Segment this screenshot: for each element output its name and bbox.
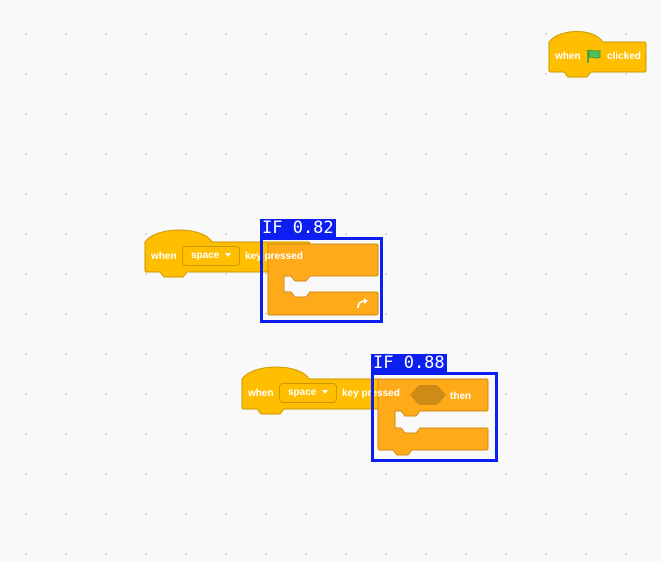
key-pressed-label: key pressed	[342, 388, 400, 399]
key-dropdown-value: space	[288, 387, 317, 398]
key-dropdown-value: space	[191, 250, 220, 261]
green-flag-icon	[587, 49, 601, 63]
when-label: when	[151, 251, 177, 262]
when-label: when	[248, 388, 274, 399]
clicked-label: clicked	[607, 51, 641, 62]
key-dropdown[interactable]: space	[279, 383, 337, 403]
forever-block[interactable]	[267, 243, 379, 316]
detection-box	[371, 372, 498, 462]
detection-box	[260, 237, 383, 323]
key-dropdown[interactable]: space	[182, 246, 240, 266]
chevron-down-icon	[225, 253, 231, 257]
detection-label: IF 0.82	[260, 218, 336, 238]
when-label: when	[555, 51, 581, 62]
loop-arrow-icon	[357, 298, 368, 309]
boolean-condition-slot[interactable]	[410, 385, 446, 405]
then-label: then	[450, 391, 472, 402]
if-then-block[interactable]	[377, 378, 489, 456]
detection-label: IF 0.88	[371, 353, 447, 373]
key-pressed-label: key pressed	[245, 251, 303, 262]
chevron-down-icon	[322, 390, 328, 394]
